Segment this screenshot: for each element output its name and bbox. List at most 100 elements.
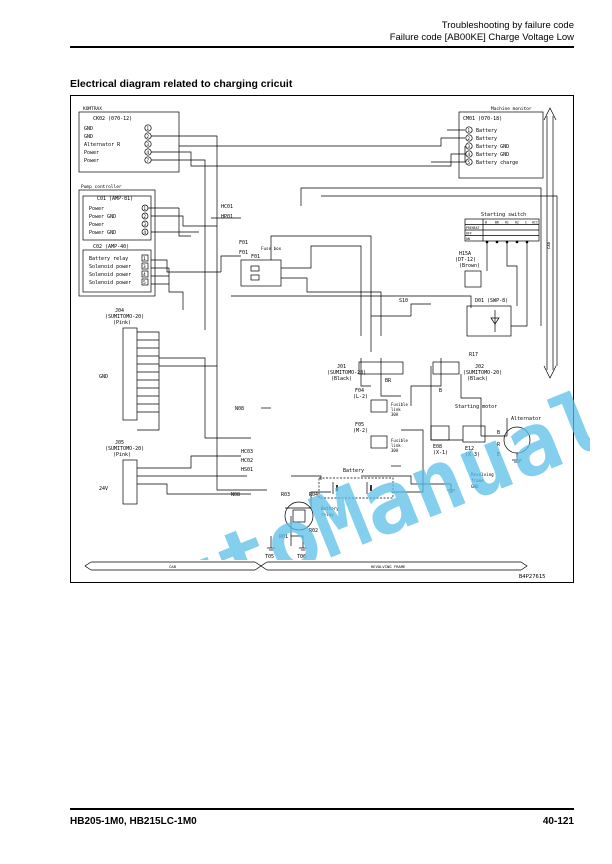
diagram-svg: KOMTRAX CK02 (070-12) GND GND Alternator… — [78, 106, 558, 580]
c01-pin-label: Power GND — [89, 230, 116, 236]
switch-col: R1 — [505, 221, 509, 225]
header-failure-code: Failure code [AB00KE] Charge Voltage Low — [389, 32, 574, 43]
wiring-diagram: KOMTRAX CK02 (070-12) GND GND Alternator… — [70, 95, 574, 583]
fuse-box-id: F01 — [251, 254, 260, 260]
c01-pin-label: Power GND — [89, 214, 116, 220]
monitor-pins: 1 2 3 4 5 Battery Battery Battery GND Ba… — [465, 126, 518, 166]
figure-id: B4P27615 — [519, 574, 546, 580]
alternator — [503, 426, 531, 454]
f05-label: F05 — [355, 422, 364, 428]
n08-label: N08 — [235, 406, 244, 412]
komtrax-pin-label: GND — [84, 134, 93, 140]
komtrax-pin-label: Alternator R — [84, 142, 121, 148]
f01-ref-2: F01 — [239, 250, 248, 256]
r01-label: R01 — [279, 534, 288, 540]
j02-b-wire: B — [439, 388, 442, 394]
t06-label: T06 — [297, 554, 306, 560]
j04-color: (Pink) — [113, 320, 131, 326]
fuse-box — [240, 259, 282, 287]
cab-side-label: CAB — [546, 241, 551, 249]
h15a-type: (DT-12) — [455, 257, 476, 263]
switch-row: ON — [466, 237, 470, 241]
hs01-label: HS01 — [241, 467, 253, 473]
e08-code: (X-1) — [433, 450, 448, 456]
switch-row: OFF — [466, 232, 472, 236]
monitor-box — [458, 111, 544, 179]
j04-label: J04 — [115, 308, 124, 314]
footer-model: HB205-1M0, HB215LC-1M0 — [70, 816, 197, 827]
monitor-pin-label: Battery GND — [476, 144, 509, 150]
pin-number: 4 — [467, 152, 470, 158]
pin-number: 2 — [467, 136, 470, 142]
pin-number: 5 — [143, 280, 146, 286]
switch-col: C — [525, 221, 527, 225]
komtrax-pins: GND GND Alternator R Power Power 1 2 3 4… — [84, 124, 152, 164]
starting-motor-label: Starting motor — [455, 404, 497, 410]
komtrax-pin-label: Power — [84, 150, 99, 156]
bottom-bands — [84, 561, 528, 571]
hp01-label: HP01 — [221, 214, 233, 220]
j01-connector — [358, 361, 404, 375]
j02-color: (Black) — [467, 376, 488, 382]
h15a-color: (Brown) — [459, 263, 480, 269]
f05-desc: 30A — [391, 448, 399, 453]
r04-label: R04 — [309, 492, 318, 498]
f05-sub: (M-2) — [353, 428, 368, 434]
pin-number: 3 — [143, 222, 146, 228]
f05-desc: link — [391, 443, 401, 448]
pin-number: 1 — [143, 256, 146, 262]
header-rule — [70, 46, 574, 48]
j05-connector — [122, 459, 138, 505]
monitor-pin-label: Battery charge — [476, 160, 518, 166]
f04-desc: 30A — [391, 412, 399, 417]
pin-number: 3 — [146, 142, 149, 148]
header-section: Troubleshooting by failure code — [441, 20, 574, 31]
c02-pin-label: Solenoid power — [89, 264, 131, 270]
komtrax-box — [78, 111, 180, 173]
komtrax-pin-label: Power — [84, 158, 99, 164]
f04-sub: (L-2) — [353, 394, 368, 400]
pin-number: 4 — [143, 272, 146, 278]
d01-connector — [466, 305, 512, 337]
h15a-label: H15A — [459, 251, 471, 257]
switch-col: R2 — [515, 221, 519, 225]
frame-ground-label: frame — [471, 478, 484, 483]
j02-label: J02 — [475, 364, 484, 370]
battery-relay — [284, 501, 314, 531]
footer-page-number: 40-121 — [542, 816, 574, 827]
starting-switch-label: Starting switch — [481, 212, 526, 218]
e12-connector — [462, 425, 486, 443]
revolving-frame-label: Revolving — [471, 472, 494, 477]
c02-pin-label: Solenoid power — [89, 280, 131, 286]
pump-controller-label: Pump controller — [81, 184, 122, 190]
monitor-pin-label: Battery GND — [476, 152, 509, 158]
c02-pin-label: Battery relay — [89, 256, 128, 262]
page-header: Troubleshooting by failure code Failure … — [390, 20, 574, 44]
pin-number: 5 — [467, 160, 470, 166]
monitor-pin-label: Battery — [476, 128, 497, 134]
r02-label: R02 — [309, 528, 318, 534]
switch-row: PREHEAT — [466, 226, 480, 230]
j04-type: (SUMITOMO-20) — [105, 314, 144, 320]
pump-connector-c01: C01 (AMP-81) — [97, 196, 133, 202]
pin-number: 2 — [143, 214, 146, 220]
c01-pin-label: Power — [89, 222, 104, 228]
e12-code: (X-3) — [465, 452, 480, 458]
f05-desc: Fusible — [391, 438, 408, 443]
j01-br-wire: BR — [385, 378, 392, 384]
switch-col: B — [485, 221, 487, 225]
alt-e-terminal: E — [497, 452, 500, 458]
battery-relay-label: Battery — [321, 506, 339, 511]
j01-label: J01 — [337, 364, 346, 370]
pin-number: 1 — [467, 128, 470, 134]
d01-label: D01 (SWP-8) — [475, 298, 508, 304]
wires — [137, 129, 558, 548]
section-title: Electrical diagram related to charging c… — [70, 78, 293, 90]
pin-number: 1 — [143, 206, 146, 212]
switch-col: BR — [495, 221, 499, 225]
alt-r-terminal: R — [497, 442, 501, 448]
pin-number: 7 — [146, 158, 149, 164]
hc01-label: HC01 — [221, 204, 233, 210]
komtrax-connector: CK02 (070-12) — [93, 116, 132, 122]
j02-connector — [432, 361, 460, 375]
